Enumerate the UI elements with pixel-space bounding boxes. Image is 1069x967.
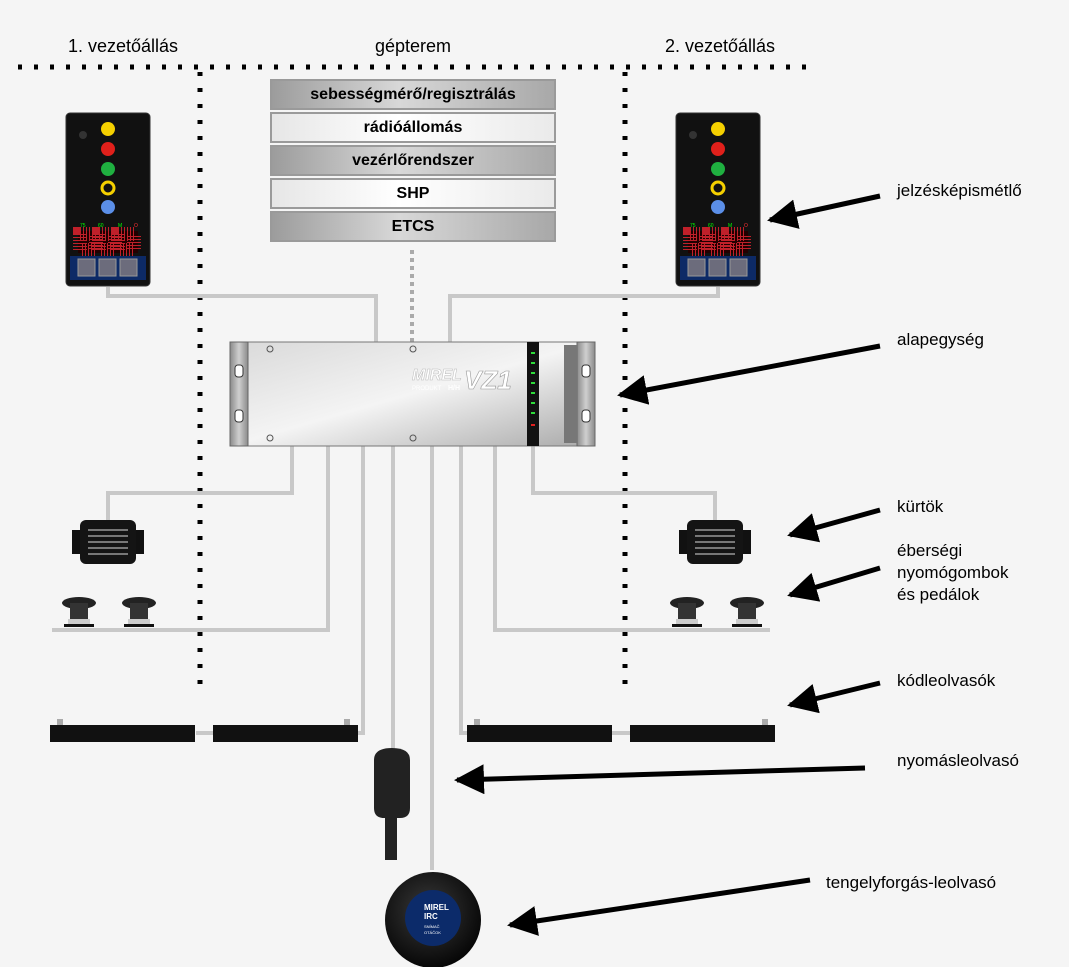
code-reader-bar	[50, 725, 195, 742]
signal-yellow-ring-lamp	[710, 180, 726, 196]
arrow-code-readers	[787, 680, 881, 714]
repeater-button	[687, 258, 706, 277]
svg-text:O: O	[134, 223, 138, 229]
label-base-unit: alapegység	[897, 330, 984, 349]
label-vigilance-line1: éberségi	[897, 541, 963, 560]
signal-green-lamp	[711, 162, 725, 176]
label-vigilance-line2: nyomógombok	[897, 563, 1009, 582]
arrow-signal-repeater	[767, 193, 881, 229]
signal-repeater-right: 75 60 M O	[675, 112, 761, 287]
svg-text:M: M	[118, 223, 122, 229]
callout-arrows	[454, 193, 881, 936]
signal-red-lamp	[711, 142, 725, 156]
base-unit-product: PRODUKT	[412, 386, 442, 392]
cable-repeater-left	[106, 287, 378, 342]
signal-repeater-left: 75 60 M O	[65, 112, 151, 287]
svg-text:O: O	[744, 223, 748, 229]
cable-horn-right	[531, 446, 717, 520]
header-machine-room: gépterem	[374, 36, 452, 56]
repeater-button	[708, 258, 727, 277]
signal-red-lamp	[101, 142, 115, 156]
svg-text:M: M	[728, 223, 732, 229]
signal-blue-lamp	[711, 200, 725, 214]
axle-brand-line4: OTÁČOK	[424, 930, 441, 935]
vigilance-button	[730, 597, 764, 627]
cable-code-reader-left	[196, 446, 365, 735]
svg-text:75: 75	[80, 223, 86, 229]
axle-rotation-reader: MIREL IRC SNÍMAČ OTÁČOK	[385, 872, 481, 967]
cable-vigilance-left	[52, 446, 330, 632]
horn-left	[72, 520, 144, 564]
arrow-pressure-reader	[454, 764, 866, 795]
cable-repeater-right	[448, 287, 720, 342]
code-readers-right	[467, 719, 775, 742]
sensor-dot	[689, 131, 697, 139]
axle-brand-line2: IRC	[424, 912, 438, 921]
vigilance-button	[122, 597, 156, 627]
repeater-button	[77, 258, 96, 277]
base-unit-brand: MIREL	[412, 367, 462, 384]
arrow-axle-reader	[507, 877, 811, 936]
stack-row-radio: rádióállomás	[270, 112, 556, 143]
signal-yellow-lamp	[711, 122, 725, 136]
svg-text:60: 60	[708, 223, 714, 229]
repeater-button	[119, 258, 138, 277]
code-readers-left	[50, 719, 358, 742]
axle-brand-line1: MIREL	[424, 903, 449, 912]
code-reader-bar	[213, 725, 358, 742]
label-code-readers: kódleolvasók	[897, 671, 996, 690]
led-matrix	[73, 227, 141, 257]
repeater-button	[729, 258, 748, 277]
signal-green-lamp	[101, 162, 115, 176]
cable-code-reader-right	[459, 446, 630, 735]
label-horns: kürtök	[897, 497, 944, 516]
axle-brand-line3: SNÍMAČ	[424, 924, 440, 929]
stack-row-etcs: ETCS	[270, 211, 556, 242]
stack-row-shp: SHP	[270, 178, 556, 209]
cable-vigilance-right	[493, 446, 770, 632]
arrow-base-unit	[617, 343, 881, 405]
vigilance-buttons-left	[62, 597, 156, 627]
code-reader-bar	[630, 725, 775, 742]
signal-blue-lamp	[101, 200, 115, 214]
repeater-button	[98, 258, 117, 277]
vigilance-buttons-right	[670, 597, 764, 627]
code-reader-bar	[467, 725, 612, 742]
pressure-reader	[374, 748, 410, 860]
cable-horn-left	[106, 446, 294, 520]
label-pressure-reader: nyomásleolvasó	[897, 751, 1019, 770]
stack-row-speed-recording: sebességmérő/regisztrálás	[270, 79, 556, 110]
label-signal-repeater: jelzésképismétlő	[897, 181, 1022, 200]
horn-right	[679, 520, 751, 564]
svg-text:75: 75	[690, 223, 696, 229]
label-vigilance-line3: és pedálok	[897, 585, 980, 604]
zone-borders	[18, 64, 810, 690]
signal-yellow-lamp	[101, 122, 115, 136]
header-driver-cab-1: 1. vezetőállás	[67, 36, 179, 56]
label-axle-reader: tengelyforgás-leolvasó	[826, 873, 997, 892]
arrow-horns	[787, 507, 881, 543]
rack-ear-right	[576, 341, 596, 447]
label-vigilance: éberségi nyomógombok és pedálok	[897, 540, 1009, 606]
vigilance-button	[62, 597, 96, 627]
base-unit-rack: MIREL PRODUKT H/H VZ1	[229, 341, 596, 447]
svg-text:60: 60	[98, 223, 104, 229]
vigilance-button	[670, 597, 704, 627]
led-matrix	[683, 227, 751, 257]
signal-yellow-ring-lamp	[100, 180, 116, 196]
base-unit-model: VZ1	[464, 365, 512, 395]
stack-row-control-system: vezérlőrendszer	[270, 145, 556, 176]
header-driver-cab-2: 2. vezetőállás	[664, 36, 776, 56]
sensor-dot	[79, 131, 87, 139]
rack-ear-left	[229, 341, 249, 447]
base-unit-maker: H/H	[448, 385, 460, 392]
arrow-vigilance	[787, 565, 881, 602]
machine-room-stack: sebességmérő/regisztrálás rádióállomás v…	[270, 79, 556, 247]
